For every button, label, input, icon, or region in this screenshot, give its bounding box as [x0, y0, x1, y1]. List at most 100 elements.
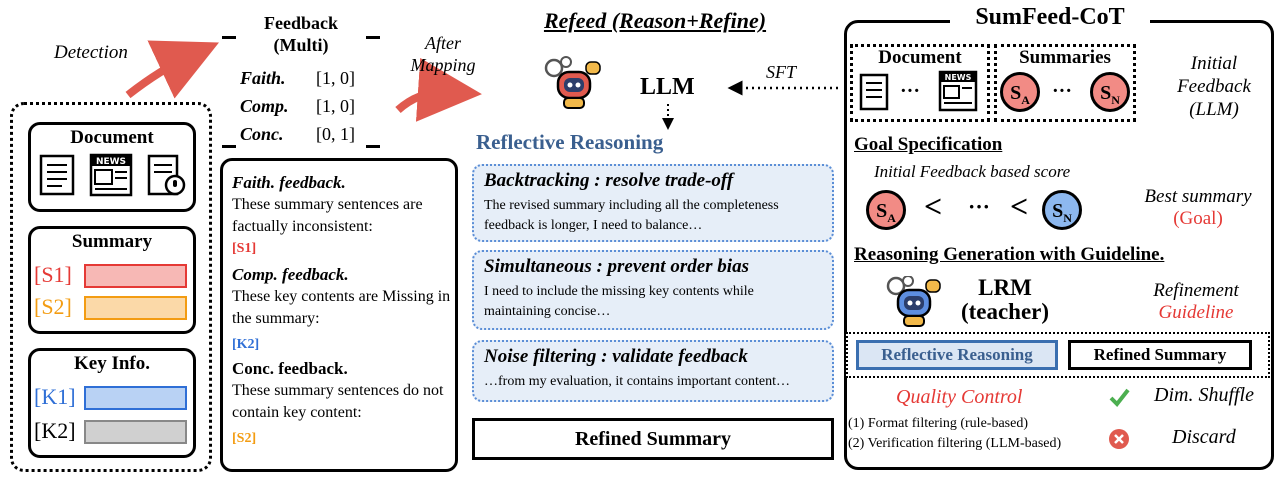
refined-summary-box: Refined Summary [472, 418, 834, 460]
faith-feedback-tag: [S1] [232, 241, 257, 256]
reason-card-title: Backtracking : resolve trade-off [484, 170, 734, 191]
mapping-arrow [395, 57, 482, 122]
feedback-multi-box [222, 36, 380, 148]
feedback-text-box [220, 158, 458, 472]
reason-card-noise: Noise filtering : validate feedback …fro… [472, 340, 834, 402]
reflective-reasoning-title: Reflective Reasoning [476, 130, 664, 154]
goal-sn-circle: SN [1042, 190, 1082, 230]
reason-card-title: Simultaneous : prevent order bias [484, 256, 749, 277]
faith-value: [1, 0] [316, 68, 355, 88]
detection-label: Detection [54, 42, 128, 63]
reason-card-text: I need to include the missing key conten… [484, 284, 754, 319]
initial-score-label: Initial Feedback based score [874, 162, 1071, 181]
reason-card-simultaneous: Simultaneous : prevent order bias I need… [472, 250, 834, 330]
faith-feedback-title: Faith. feedback. [232, 173, 346, 192]
summary-s2-bar [84, 296, 187, 320]
reason-card-text: …from my evaluation, it contains importa… [484, 374, 790, 389]
refinement-label: Refinement [1153, 280, 1239, 301]
feedback-text-content: Faith. feedback. These summary sentences… [232, 172, 454, 450]
bracket-right [366, 36, 380, 148]
filter-list: (1) Format filtering (rule-based) (2) Ve… [848, 414, 1061, 454]
document-box: Document NEWS [28, 122, 196, 212]
summary-title: Summary [71, 231, 153, 252]
sn-sub: N [1111, 93, 1120, 107]
llm-label: LLM [640, 74, 695, 100]
sf-summaries-title: Summaries [1019, 47, 1111, 68]
cross-icon [1109, 429, 1129, 449]
faith-label: Faith. [240, 68, 286, 88]
comp-value: [1, 0] [316, 96, 355, 116]
goal-ellipsis: ··· [968, 194, 991, 219]
after-mapping-label: After Mapping [410, 33, 476, 75]
lt-symbol-2: < [1010, 188, 1029, 224]
lrm-label: LRM (teacher) [960, 275, 1050, 324]
keyinfo-k1-label: [K1] [34, 384, 76, 409]
comp-feedback-body: These key contents are Missing in the su… [232, 288, 451, 327]
sf-doc-ellipsis: ··· [900, 80, 921, 102]
sf-sum-ellipsis: ··· [1052, 80, 1073, 102]
filter-2: (2) Verification filtering (LLM-based) [848, 436, 1062, 451]
best-summary-label: Best summary [1144, 186, 1252, 207]
initial-feedback-label: Initial Feedback (LLM) [1177, 53, 1251, 120]
sf-document-title: Document [878, 47, 962, 68]
robot-llm-icon [544, 56, 601, 109]
quality-control-label: Quality Control [896, 386, 1023, 408]
summary-s1-bar [84, 264, 187, 288]
goal-sn-letter: S [1052, 200, 1064, 222]
conc-feedback-body: These summary sentences do not contain k… [232, 382, 444, 421]
sf-newspaper-icon: NEWS [938, 70, 978, 112]
comp-feedback-title: Comp. feedback. [232, 265, 349, 284]
document-title: Document [70, 127, 154, 148]
goal-sa-letter: S [876, 200, 888, 222]
refinement-block: Refinement Guideline [1136, 280, 1256, 324]
sa-sub: A [1021, 93, 1030, 107]
summary-sn-circle: SN [1090, 72, 1130, 112]
reflective-reasoning-badge: Reflective Reasoning [856, 340, 1058, 370]
feedback-multi-rows: Faith. [1, 0] Comp. [1, 0] Conc. [0, 1] [240, 64, 355, 148]
comp-feedback-tag: [K2] [232, 337, 260, 352]
refeed-title: Refeed (Reason+Refine) [543, 8, 767, 33]
check-icon [1109, 388, 1130, 408]
svg-text:NEWS: NEWS [945, 73, 972, 82]
newspaper-icon: NEWS [89, 153, 133, 197]
lt-symbol-1: < [924, 188, 943, 224]
sf-document-icon [859, 73, 889, 111]
comp-label: Comp. [240, 96, 289, 116]
sft-label: SFT [766, 62, 797, 82]
keyinfo-k2-label: [K2] [34, 418, 76, 443]
conc-label: Conc. [240, 124, 284, 144]
reason-card-title: Noise filtering : validate feedback [484, 346, 748, 367]
sn-letter: S [1100, 82, 1112, 104]
keyinfo-title: Key Info. [74, 353, 150, 374]
discard-label: Discard [1172, 426, 1236, 448]
feedback-multi-title: Feedback (Multi) [264, 13, 338, 55]
goal-sn-sub: N [1063, 211, 1072, 225]
best-summary-block: Best summary (Goal) [1128, 186, 1268, 230]
bracket-left [222, 36, 236, 148]
sa-letter: S [1010, 82, 1022, 104]
faith-feedback-body: These summary sentences are factually in… [232, 196, 423, 235]
refined-summary-badge: Refined Summary [1068, 340, 1252, 370]
summary-s2-label: [S2] [34, 294, 72, 319]
conc-value: [0, 1] [316, 124, 355, 144]
filter-1: (1) Format filtering (rule-based) [848, 416, 1028, 431]
goal-sa-circle: SA [866, 190, 906, 230]
goal-sa-sub: A [887, 211, 896, 225]
document-icon [39, 154, 74, 196]
reasoning-gen-title: Reasoning Generation with Guideline. [854, 244, 1165, 265]
reason-card-backtracking: Backtracking : resolve trade-off The rev… [472, 164, 834, 242]
keyinfo-k2-bar [84, 420, 187, 444]
robot-lrm-icon [886, 276, 941, 327]
summary-s1-label: [S1] [34, 262, 72, 287]
dim-shuffle-label: Dim. Shuffle [1154, 384, 1254, 406]
goal-label: (Goal) [1173, 208, 1223, 229]
keyinfo-k1-bar [84, 386, 187, 410]
audio-document-icon [148, 154, 186, 196]
conc-feedback-title: Conc. feedback. [232, 359, 348, 378]
svg-text:NEWS: NEWS [96, 157, 126, 167]
sumfeed-title: SumFeed-CoT [950, 4, 1150, 31]
reason-card-text: The revised summary including all the co… [484, 198, 779, 233]
conc-feedback-tag: [S2] [232, 431, 257, 446]
goal-spec-title: Goal Specification [854, 134, 1003, 155]
summary-sa-circle: SA [1000, 72, 1040, 112]
